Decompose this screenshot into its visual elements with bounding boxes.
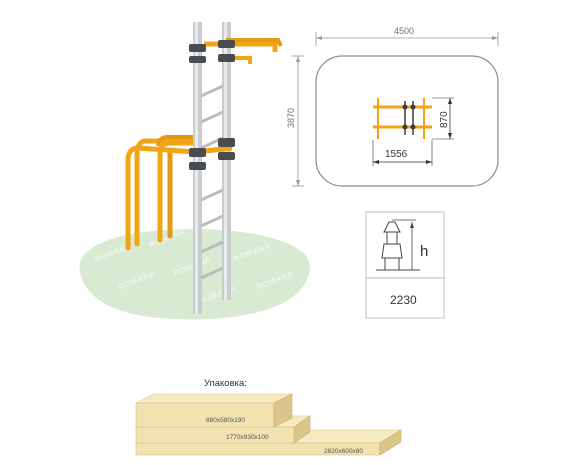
height-value: 2230 (390, 293, 417, 307)
plan-width-label: 4500 (394, 26, 414, 36)
package-dims-1: 880x580x190 (206, 417, 245, 424)
plan-depth-label: 3870 (286, 108, 296, 128)
ladder-rungs (200, 84, 224, 280)
packaging-title: Упаковка: (204, 378, 247, 389)
equipment-illustration: ROMANA ROMANA ROMANA ROMANA ROMANA ROMAN… (79, 22, 310, 320)
height-box: h 2230 (365, 211, 445, 319)
footprint (373, 98, 432, 139)
tower-icon (376, 219, 420, 271)
plan-view: 4500 3870 870 (286, 26, 499, 187)
height-symbol: h (420, 243, 428, 260)
bar-span-label: 1556 (385, 149, 408, 160)
bar-depth-label: 870 (439, 111, 450, 128)
package-dims-3: 2820x600x80 (324, 448, 363, 455)
package-dims-2: 1770x930x100 (226, 434, 269, 441)
safety-zone-outline (315, 55, 499, 187)
package-box-1: 880x580x190 (135, 393, 293, 428)
packaging: Упаковка: 2820x600x80 1770x930x100 880x5… (134, 378, 403, 456)
